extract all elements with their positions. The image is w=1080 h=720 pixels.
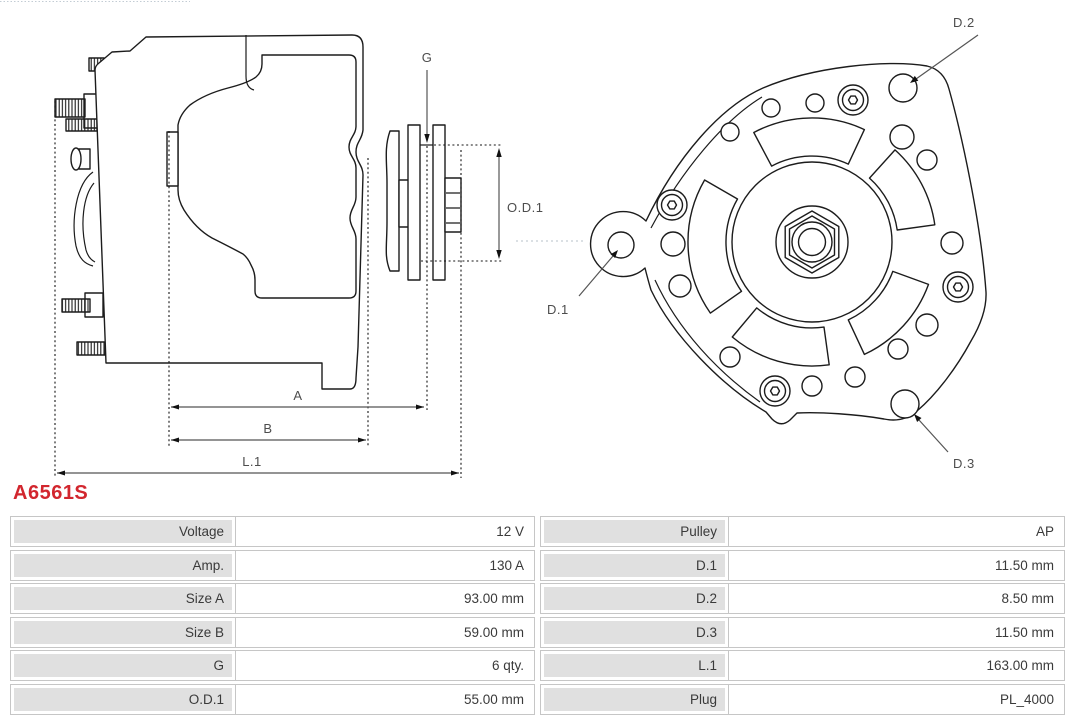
- table-row: G 6 qty.: [10, 650, 535, 681]
- callout-d3-label: D.3: [953, 456, 975, 471]
- row-value: 163.00 mm: [728, 651, 1064, 680]
- callout-d2: D.2: [910, 15, 979, 83]
- callout-d2-label: D.2: [953, 15, 975, 30]
- dim-l1-label: L.1: [242, 454, 262, 469]
- row-value: 12 V: [235, 517, 534, 546]
- row-value: 59.00 mm: [235, 617, 534, 647]
- callout-d1-label: D.1: [547, 302, 569, 317]
- shaft-nut-assembly: [731, 161, 893, 323]
- mount-hole-d3: [890, 389, 920, 419]
- row-value: AP: [728, 517, 1064, 546]
- dim-b-label: B: [263, 421, 272, 436]
- dimension-g: G: [422, 50, 433, 143]
- table-row: Voltage 12 V: [10, 516, 535, 547]
- row-value: 8.50 mm: [728, 584, 1064, 613]
- dimension-b: B: [171, 421, 366, 443]
- row-value: 55.00 mm: [235, 684, 534, 714]
- table-row: D.2 8.50 mm: [540, 583, 1065, 614]
- row-value: PL_4000: [728, 684, 1064, 714]
- spec-table-left: Voltage 12 V Amp. 130 A Size A 93.00 mm …: [10, 516, 535, 715]
- dim-od1-label: O.D.1: [507, 200, 543, 215]
- row-label: L.1: [544, 654, 725, 677]
- callout-d1: D.1: [547, 250, 618, 317]
- dimension-a: A: [171, 388, 424, 410]
- row-value: 6 qty.: [235, 651, 534, 680]
- fan: [385, 130, 400, 272]
- row-label: Voltage: [14, 520, 232, 543]
- row-label: D.3: [544, 620, 725, 644]
- table-row: Pulley AP: [540, 516, 1065, 547]
- vent-holes: [660, 93, 964, 397]
- row-label: Plug: [544, 687, 725, 711]
- table-row: O.D.1 55.00 mm: [10, 683, 535, 715]
- dim-a-label: A: [293, 388, 302, 403]
- vent-cutouts: [687, 117, 936, 367]
- pulley-flange-front: [407, 124, 421, 281]
- table-row: Size B 59.00 mm: [10, 616, 535, 648]
- row-label: G: [14, 654, 232, 677]
- row-label: D.1: [544, 553, 725, 577]
- pulley-flange-rear: [432, 124, 446, 281]
- row-label: D.2: [544, 587, 725, 610]
- table-row: L.1 163.00 mm: [540, 650, 1065, 681]
- part-number: A6561S: [13, 482, 89, 504]
- row-value: 93.00 mm: [235, 584, 534, 613]
- table-row: Plug PL_4000: [540, 683, 1065, 715]
- rotor-profile: [177, 54, 357, 299]
- table-row: Amp. 130 A: [10, 549, 535, 581]
- dimension-od1: O.D.1: [496, 148, 543, 259]
- row-label: O.D.1: [14, 687, 232, 711]
- dim-g-label: G: [422, 50, 433, 65]
- callout-d3: D.3: [914, 414, 975, 471]
- row-value: 11.50 mm: [728, 550, 1064, 580]
- row-value: 11.50 mm: [728, 617, 1064, 647]
- table-row: D.3 11.50 mm: [540, 616, 1065, 648]
- shaft-thread: [444, 177, 462, 233]
- row-label: Amp.: [14, 553, 232, 577]
- table-row: Size A 93.00 mm: [10, 583, 535, 614]
- row-value: 130 A: [235, 550, 534, 580]
- row-label: Size A: [14, 587, 232, 610]
- threaded-studs: [54, 57, 106, 356]
- through-screws: [656, 84, 974, 407]
- technical-drawing: A B L.1 O.D.1 G: [0, 1, 987, 478]
- mount-hole-d2: [888, 73, 918, 103]
- alternator-side-view: [54, 34, 462, 390]
- row-label: Pulley: [544, 520, 725, 543]
- extension-lines: [54, 101, 503, 478]
- alternator-front-view: [589, 62, 987, 425]
- dimension-l1: L.1: [57, 454, 459, 476]
- row-label: Size B: [14, 620, 232, 644]
- mount-hole-d1: [607, 231, 635, 259]
- table-row: D.1 11.50 mm: [540, 549, 1065, 581]
- spec-table-right: Pulley AP D.1 11.50 mm D.2 8.50 mm D.3 1…: [540, 516, 1065, 715]
